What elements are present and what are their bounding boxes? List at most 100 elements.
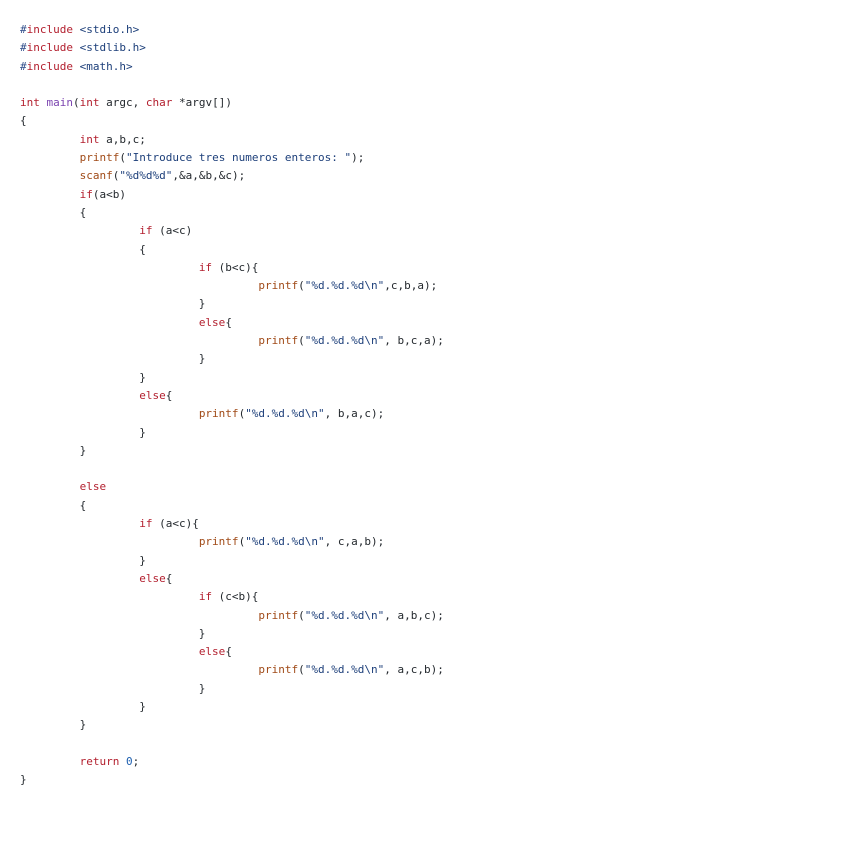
code-token (20, 535, 199, 548)
code-line: if (c<b){ (20, 588, 444, 606)
code-token (20, 755, 80, 768)
code-line: printf("Introduce tres numeros enteros: … (20, 149, 444, 167)
code-token: { (20, 498, 87, 512)
code-token: } (20, 370, 146, 384)
code-token (20, 316, 199, 329)
code-token (20, 609, 258, 622)
code-token: scanf (79, 169, 113, 183)
code-token (20, 517, 139, 530)
code-token (73, 60, 80, 73)
code-token: ( (298, 334, 305, 348)
code-token: a,b,c; (99, 132, 146, 146)
code-token: ( (298, 608, 305, 622)
code-line: } (20, 369, 444, 387)
code-token: { (20, 205, 87, 219)
code-line: printf("%d.%d.%d\n", b,a,c); (20, 405, 444, 423)
code-token: else (79, 480, 107, 494)
code-token: "%d.%d.%d\n" (245, 407, 325, 421)
code-line: } (20, 424, 444, 442)
code-token (20, 334, 258, 347)
code-token (20, 389, 139, 402)
code-token: } (20, 297, 206, 311)
code-token: ; (132, 754, 140, 768)
code-block: #include <stdio.h>#include <stdlib.h>#in… (20, 21, 444, 789)
code-token: else (198, 315, 226, 329)
code-token (20, 590, 199, 603)
code-token: } (20, 699, 146, 713)
code-line: } (20, 698, 444, 716)
code-token: int (79, 96, 100, 110)
code-token: ( (298, 279, 305, 293)
code-token (20, 151, 80, 164)
code-line: } (20, 442, 444, 460)
code-token: { (225, 315, 232, 329)
code-token: , a,c,b); (384, 663, 444, 677)
code-line: if (a<c){ (20, 515, 444, 533)
code-token: <stdio.h> (79, 23, 140, 36)
code-line: if (b<c){ (20, 259, 444, 277)
code-token: printf (258, 608, 299, 622)
code-token: ( (112, 169, 120, 183)
code-token: ( (298, 663, 305, 677)
code-token: (a<b) (92, 187, 126, 201)
code-token: printf (258, 663, 299, 677)
code-token: } (20, 773, 27, 787)
code-token: printf (79, 151, 120, 165)
code-token (20, 279, 258, 292)
code-token (73, 41, 80, 54)
code-line: int a,b,c; (20, 131, 444, 149)
code-line (20, 735, 444, 753)
code-line: } (20, 680, 444, 698)
code-line: #include <stdlib.h> (20, 39, 444, 57)
code-line: printf("%d.%d.%d\n", a,c,b); (20, 661, 444, 679)
code-token: # (20, 23, 27, 36)
code-token: { (165, 388, 173, 402)
code-token: printf (198, 535, 239, 549)
code-token: argc, (99, 96, 146, 110)
code-token: (c<b){ (212, 590, 259, 604)
code-token (20, 407, 199, 420)
code-line: } (20, 552, 444, 570)
code-token (20, 645, 199, 658)
code-line: else{ (20, 570, 444, 588)
code-line: printf("%d.%d.%d\n", a,b,c); (20, 607, 444, 625)
code-line: } (20, 716, 444, 734)
code-line (20, 460, 444, 478)
code-line: { (20, 112, 444, 130)
code-token: char (145, 96, 173, 110)
code-line: else{ (20, 314, 444, 332)
code-token: # (20, 41, 27, 55)
code-token (20, 224, 139, 237)
code-line: } (20, 350, 444, 368)
code-line: } (20, 295, 444, 313)
code-token: main (46, 96, 74, 110)
code-line: return 0; (20, 753, 444, 771)
code-token (20, 261, 199, 274)
code-token: "%d.%d.%d\n" (304, 663, 385, 677)
code-token: } (20, 718, 87, 732)
code-token: "%d.%d.%d\n" (304, 608, 385, 622)
code-token (20, 572, 139, 585)
code-line: printf("%d.%d.%d\n", c,a,b); (20, 533, 444, 551)
code-line: else (20, 478, 444, 496)
code-token: if (198, 260, 213, 274)
code-token: include (26, 41, 73, 55)
code-line: if(a<b) (20, 186, 444, 204)
code-token: if (198, 590, 213, 604)
code-token: { (20, 114, 27, 128)
code-token (20, 663, 258, 676)
code-token: { (225, 645, 232, 659)
code-token: ( (73, 96, 80, 110)
code-token: (a<c) (152, 224, 193, 238)
code-line: #include <math.h> (20, 58, 444, 76)
code-token (119, 755, 126, 768)
code-token: else (198, 645, 226, 659)
code-token: , b,c,a); (384, 334, 444, 348)
code-token (40, 96, 47, 109)
code-token: include (26, 23, 73, 36)
code-token: *argv[]) (172, 96, 232, 110)
code-token: int (20, 96, 40, 110)
code-token: , a,b,c); (384, 608, 444, 622)
code-line: int main(int argc, char *argv[]) (20, 94, 444, 112)
code-line: printf("%d.%d.%d\n",c,b,a); (20, 277, 444, 295)
